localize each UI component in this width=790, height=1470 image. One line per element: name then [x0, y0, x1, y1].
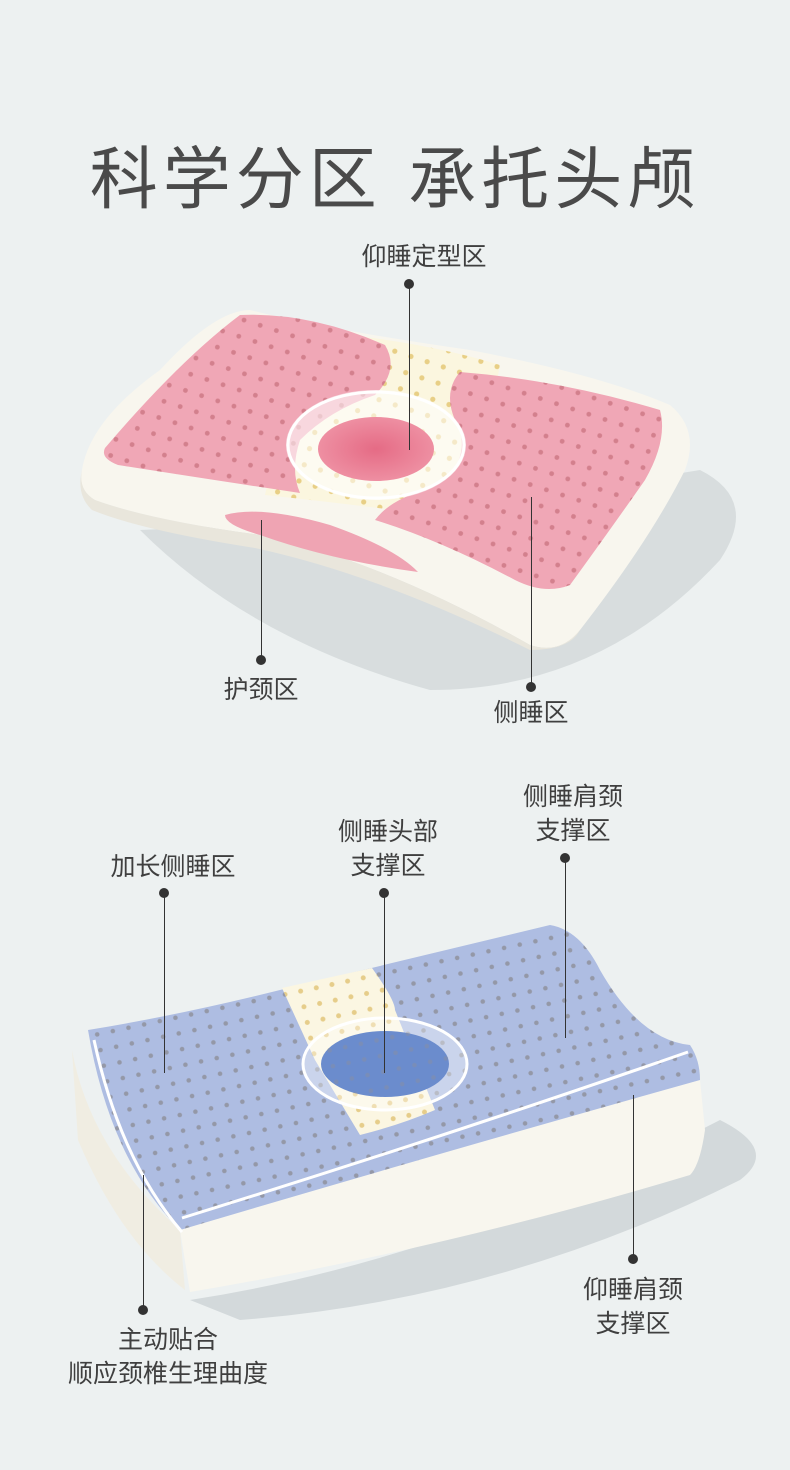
label-side-shoulder-line1: 侧睡肩颈: [522, 782, 623, 811]
leader-dot-fit: [138, 1305, 148, 1315]
pillow-pink-illustration: [80, 310, 736, 690]
label-side-shoulder-line2: 支撑区: [535, 816, 611, 845]
label-supine-shoulder-zone: 仰睡肩颈 支撑区: [553, 1273, 713, 1341]
page-title: 科学分区 承托头颅: [89, 140, 701, 220]
label-fit-line1: 主动贴合: [117, 1325, 218, 1354]
label-extended-side-zone: 加长侧睡区: [110, 852, 236, 881]
leader-dot-supine-shoulder: [628, 1254, 638, 1264]
leader-dot-neck: [256, 655, 266, 665]
leader-dot-side: [526, 682, 536, 692]
label-neck-zone: 护颈区: [223, 675, 299, 704]
leader-line-side: [531, 497, 532, 687]
leader-line-extended-side: [164, 893, 165, 1073]
label-supine-shoulder-line2: 支撑区: [595, 1309, 671, 1338]
leader-line-side-head: [384, 893, 385, 1073]
label-side-head-line1: 侧睡头部: [337, 817, 438, 846]
leader-line-side-shoulder: [565, 858, 566, 1038]
label-supine-zone: 仰睡定型区: [361, 242, 487, 271]
label-side-shoulder-zone: 侧睡肩颈 支撑区: [493, 780, 653, 848]
label-fit-curve: 主动贴合 顺应颈椎生理曲度: [38, 1323, 298, 1391]
label-fit-line2: 顺应颈椎生理曲度: [67, 1359, 268, 1388]
leader-line-neck: [261, 520, 262, 660]
label-supine-shoulder-line1: 仰睡肩颈: [582, 1275, 683, 1304]
label-side-head-line2: 支撑区: [350, 851, 426, 880]
label-side-zone: 侧睡区: [493, 698, 569, 727]
leader-line-fit: [143, 1175, 144, 1310]
leader-line-supine: [409, 284, 410, 450]
pillow-blue-illustration: [72, 925, 756, 1320]
leader-line-supine-shoulder: [633, 1095, 634, 1259]
label-side-head-zone: 侧睡头部 支撑区: [308, 815, 468, 883]
